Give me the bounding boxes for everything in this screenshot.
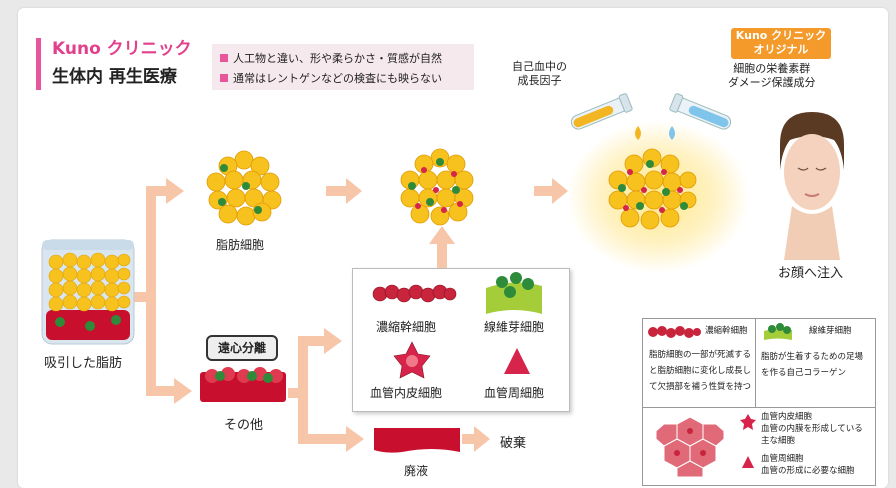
legend-endo-title: 血管内皮細胞 [761,412,813,422]
centrifuge-badge: 遠心分離 [206,335,278,361]
legend-peri-desc-1: 血管の形成に必要な細胞 [761,466,855,476]
legend-panel: 濃縮幹細胞 脂肪細胞の一部が死滅する と脂肪細胞に変化し成長し て欠損部を補う性… [642,318,876,486]
suctioned-fat-label: 吸引した脂肪 [44,356,123,371]
original-desc: 細胞の栄養素群 ダメージ保護成分 [728,62,816,89]
legend-stem-desc-1: 脂肪細胞の一部が死滅する [649,350,752,360]
feature-item-2: 通常はレントゲンなどの検査にも映らない [220,70,442,86]
bullet-icon [220,74,228,82]
legend-stem-cell-icon [648,326,701,338]
fat-cell-cluster-icon [206,150,282,226]
face-illustration [780,112,844,260]
legend-fibroblast-icon [764,323,792,340]
legend-endo-desc-1: 血管の内膜を形成している [761,424,863,434]
pericyte-icon [504,348,530,374]
waste-liquid-label: 廃液 [404,464,429,478]
pericyte-label: 血管周細胞 [484,386,545,400]
activated-cell-cluster-icon [608,148,697,230]
legend-stem-desc-3: て欠損部を補う性質を持つ [649,382,752,392]
centrifuge-residue-icon [200,367,286,402]
legend-endothelial-icon [740,414,756,430]
growth-factor-label: 自己血中の 成長因子 [512,60,567,87]
stem-cell-icon [372,284,457,303]
legend-vessel-tissue-icon [655,416,725,478]
fat-cells-label: 脂肪細胞 [216,238,265,252]
enriched-cell-cluster-icon [400,148,474,226]
stem-cell-label: 濃縮幹細胞 [376,320,437,334]
fibroblast-label: 線維芽細胞 [484,320,545,334]
endothelial-cell-icon [393,341,431,379]
others-label: その他 [224,418,264,433]
legend-fibro-title: 線維芽細胞 [809,326,852,336]
fibroblast-icon [486,272,542,314]
features-box: 人工物と違い、形や柔らかさ・質感が自然 通常はレントゲンなどの検査にも映らない [212,44,474,90]
inject-face-label: お顔へ注入 [778,266,844,281]
page-title: 生体内 再生医療 [52,67,177,87]
legend-divider [643,407,875,408]
legend-endo-desc-2: 主な細胞 [761,436,796,446]
bullet-icon [220,54,228,62]
legend-stem-desc-2: と脂肪細胞に変化し成長し [649,366,752,376]
legend-fibro-desc-1: 脂肪が生着するための足場 [761,352,864,362]
legend-divider [755,319,756,407]
waste-liquid-icon [374,428,460,453]
legend-fibro-desc-2: を作る自己コラーゲン [761,368,847,378]
discard-label: 破棄 [500,436,527,451]
original-badge: Kuno クリニック オリジナル [731,28,831,59]
feature-item-1: 人工物と違い、形や柔らかさ・質感が自然 [220,50,442,66]
clinic-brand: Kuno クリニック [52,39,192,59]
legend-peri-title: 血管周細胞 [761,454,804,464]
drops-icon [635,126,675,140]
growth-factor-tube-icon [570,93,633,130]
title-accent-bar [36,38,41,90]
legend-pericyte-icon [742,456,754,468]
legend-stem-title: 濃縮幹細胞 [705,326,748,336]
nutrient-tube-icon [669,93,732,130]
endothelial-label: 血管内皮細胞 [370,386,443,400]
fat-jar-icon [41,239,135,345]
